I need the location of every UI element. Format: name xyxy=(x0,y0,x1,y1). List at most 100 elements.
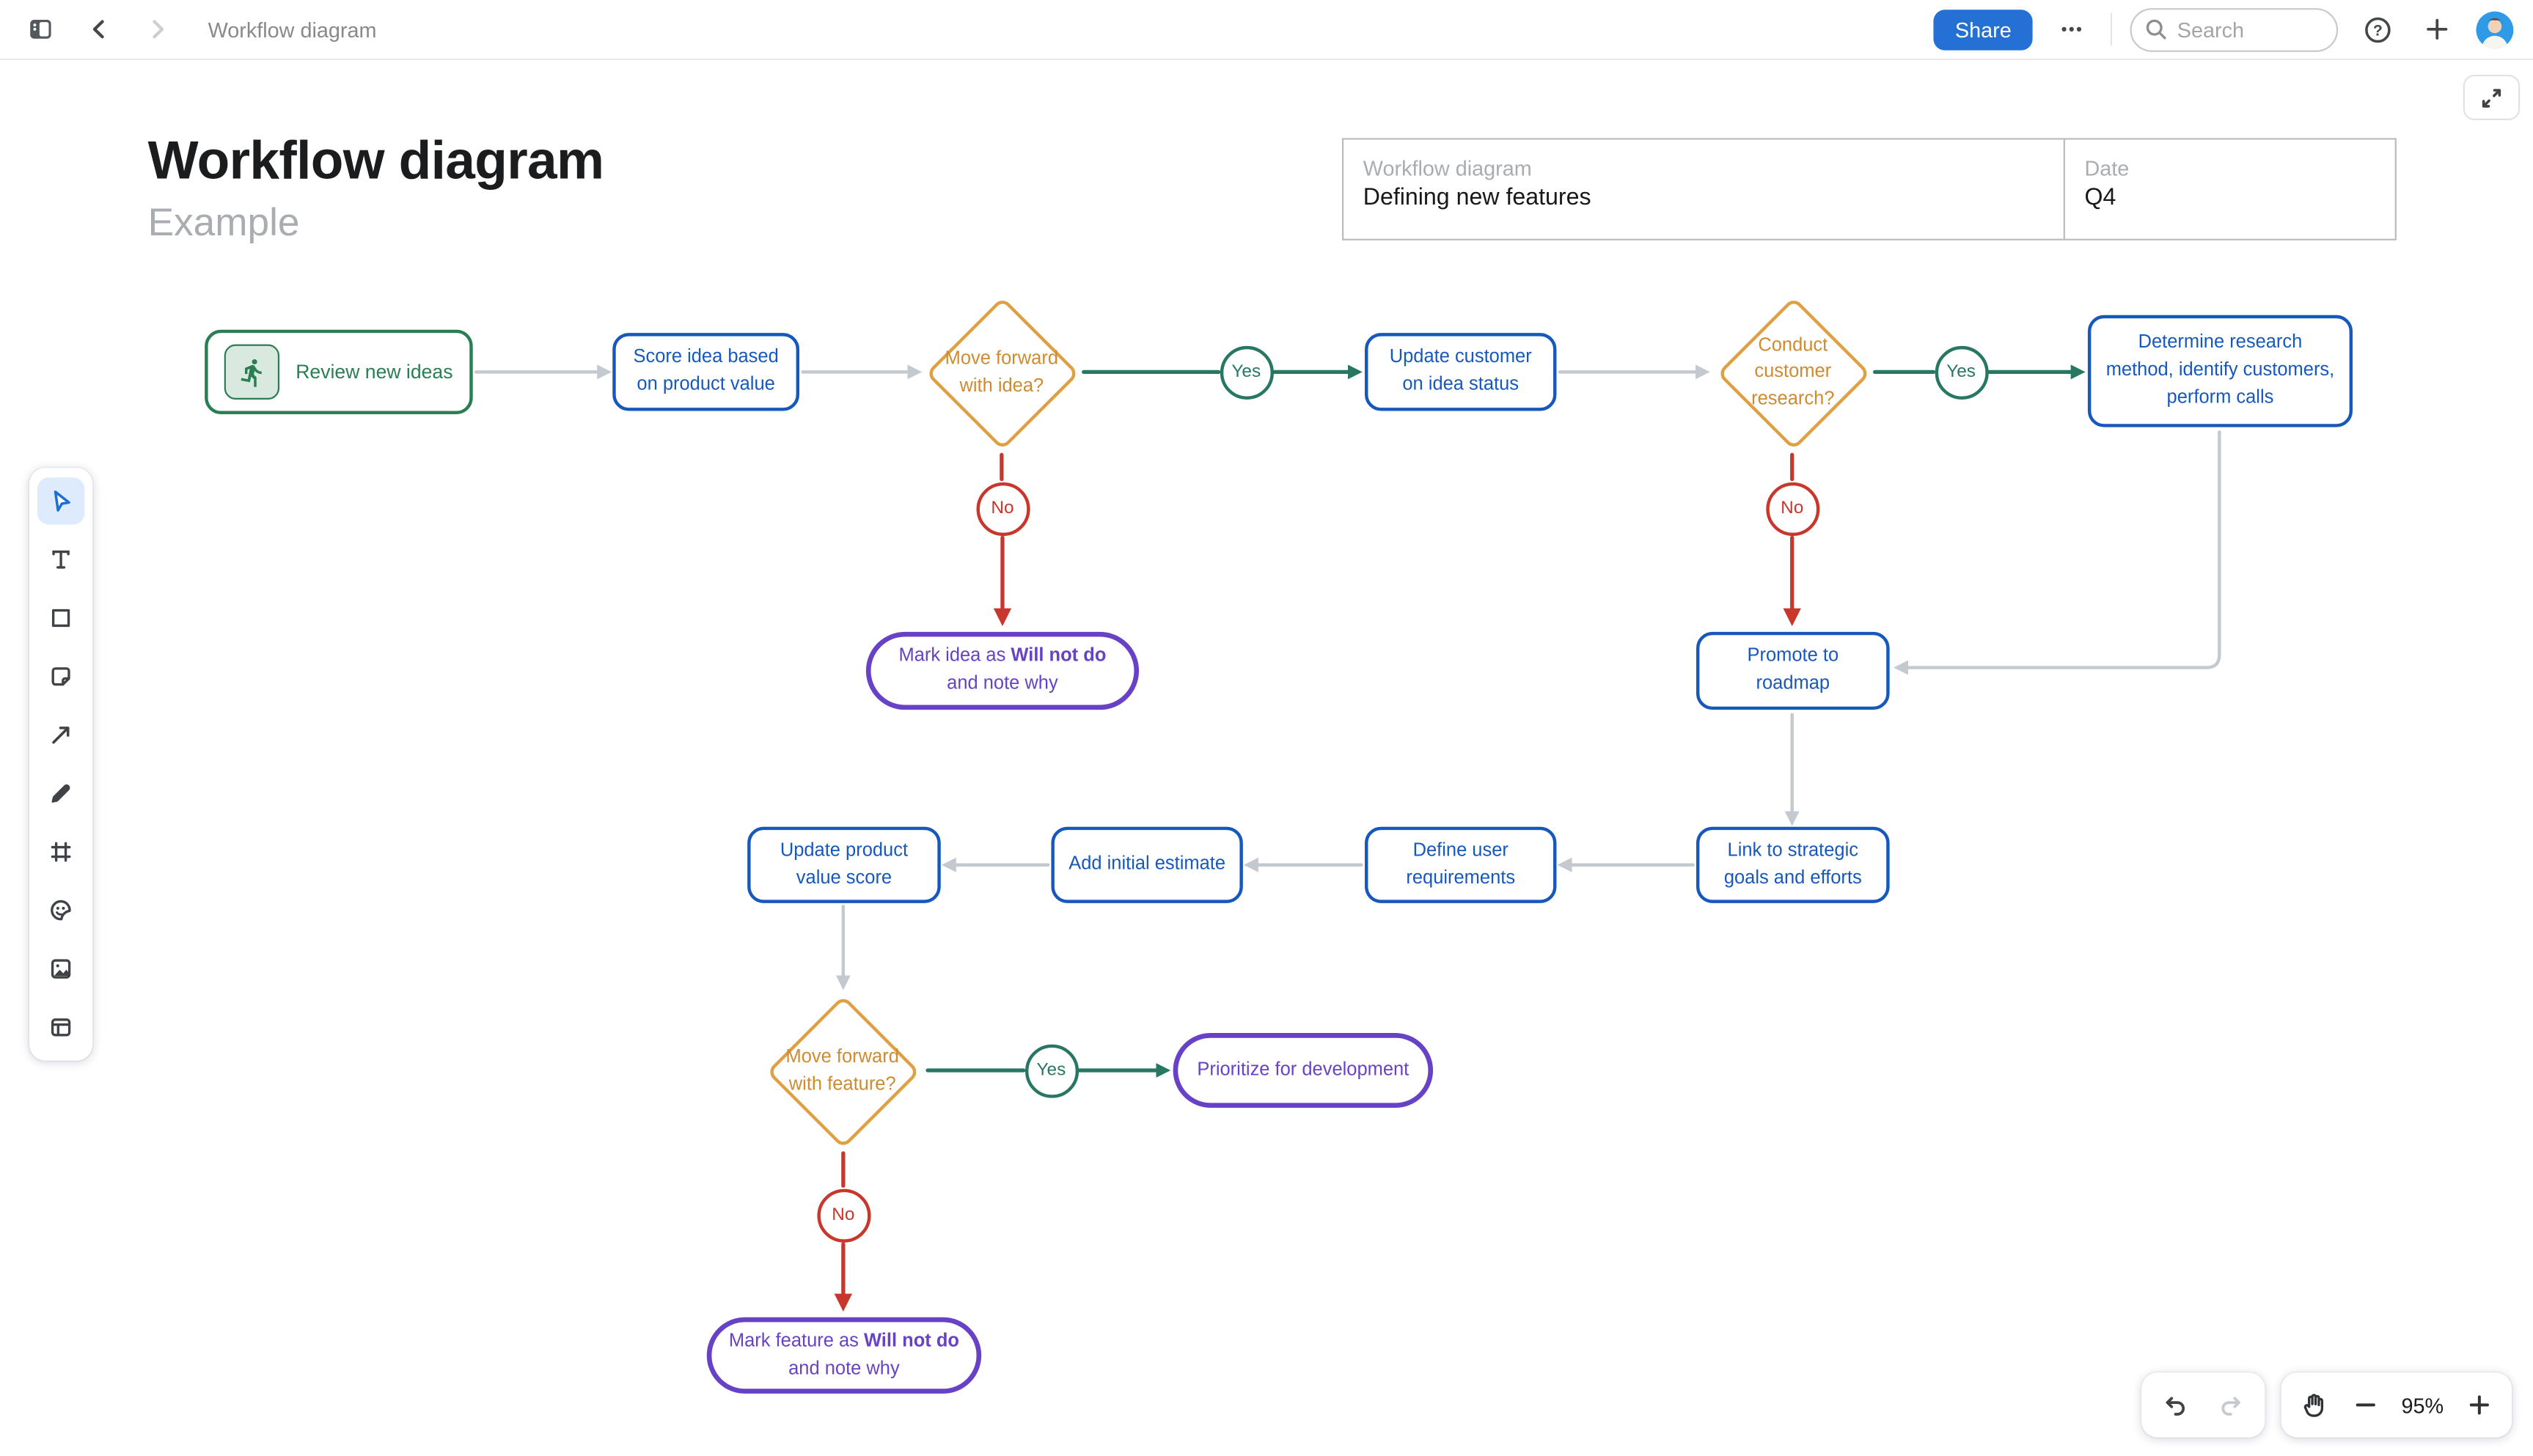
top-bar-left: Workflow diagram xyxy=(20,8,377,51)
node-determine-research[interactable]: Determine research method, identify cust… xyxy=(2087,315,2353,427)
info-table[interactable]: Workflow diagram Defining new features D… xyxy=(1342,138,2397,240)
minus-icon xyxy=(2356,1403,2375,1407)
search-box xyxy=(2130,7,2339,51)
divider xyxy=(2110,12,2113,46)
undo-icon xyxy=(2166,1397,2185,1416)
zoom-out-button[interactable] xyxy=(2346,1386,2385,1424)
info-date-label: Date xyxy=(2084,155,2130,180)
plus-icon xyxy=(2427,18,2448,40)
decision-label: Move forward with idea? xyxy=(945,350,1059,396)
zoom-controls-group: 95% xyxy=(2281,1372,2512,1438)
text-icon xyxy=(52,550,70,569)
cursor-icon xyxy=(54,490,70,512)
square-icon xyxy=(51,608,70,628)
svg-text:?: ? xyxy=(2372,22,2382,39)
node-add-initial-estimate[interactable]: Add initial estimate xyxy=(1051,826,1243,903)
node-label: Update product value score xyxy=(780,841,909,888)
tool-shape[interactable] xyxy=(37,595,84,641)
connector-research-to-promote xyxy=(1894,430,2221,675)
tool-image[interactable] xyxy=(37,945,84,992)
node-label: Update customer on idea status xyxy=(1389,348,1532,395)
page-title: Workflow diagram xyxy=(147,130,604,191)
info-date-value: Q4 xyxy=(2084,185,2116,212)
node-label: Review new ideas xyxy=(296,360,453,383)
redo-button[interactable] xyxy=(2211,1386,2250,1424)
label-yes-1[interactable]: Yes xyxy=(1219,345,1273,399)
image-icon xyxy=(51,959,71,979)
info-cell-date: Date Q4 xyxy=(2065,140,2395,239)
info-cell-name: Workflow diagram Defining new features xyxy=(1344,139,2065,239)
template-layout-icon xyxy=(51,1018,71,1037)
tool-template[interactable] xyxy=(37,1004,84,1051)
node-score-idea[interactable]: Score idea based on product value xyxy=(612,333,800,411)
sidebar-toggle-button[interactable] xyxy=(20,8,62,51)
tool-frame[interactable] xyxy=(37,828,84,875)
node-label: Add initial estimate xyxy=(1068,854,1226,875)
running-person-icon xyxy=(224,344,280,400)
node-prioritize-development[interactable]: Prioritize for development xyxy=(1173,1033,1434,1108)
sticker-smiley-icon xyxy=(51,900,71,921)
node-review-new-ideas[interactable]: Review new ideas xyxy=(205,329,473,414)
create-new-button[interactable] xyxy=(2416,8,2458,51)
decision-conduct-research[interactable]: Conduct customer research? xyxy=(1714,294,1872,452)
node-update-product-value-score[interactable]: Update product value score xyxy=(747,826,941,903)
expand-icon xyxy=(2482,88,2501,107)
hand-icon xyxy=(2303,1394,2324,1417)
label-yes-3[interactable]: Yes xyxy=(1024,1043,1078,1097)
back-button[interactable] xyxy=(78,8,120,51)
label-no-3[interactable]: No xyxy=(816,1188,870,1242)
share-button[interactable]: Share xyxy=(1934,9,2033,50)
node-label: Link to strategic goals and efforts xyxy=(1723,841,1862,888)
help-button[interactable]: ? xyxy=(2356,8,2398,51)
pencil-icon xyxy=(51,784,70,803)
forward-button[interactable] xyxy=(136,8,179,51)
node-promote-to-roadmap[interactable]: Promote to roadmap xyxy=(1696,631,1890,710)
pan-tool-button[interactable] xyxy=(2294,1386,2333,1424)
arrow-up-right-icon xyxy=(52,727,70,744)
chevron-right-icon xyxy=(153,20,164,39)
tool-pen[interactable] xyxy=(37,770,84,817)
sticky-note-icon xyxy=(51,667,70,686)
info-name-label: Workflow diagram xyxy=(1363,155,1532,180)
chevron-left-icon xyxy=(92,20,104,39)
node-label: Mark idea as Will not do and note why xyxy=(898,647,1107,694)
plus-icon xyxy=(2469,1395,2489,1415)
info-name-value: Defining new features xyxy=(1363,185,1591,212)
question-circle-icon: ? xyxy=(2364,16,2390,43)
avatar[interactable] xyxy=(2476,10,2514,48)
more-options-button[interactable] xyxy=(2050,8,2093,51)
node-label: Determine research method, identify cust… xyxy=(2105,334,2335,408)
node-label: Mark feature as Will not do and note why xyxy=(728,1331,959,1378)
decision-label: Move forward with feature? xyxy=(785,1048,899,1095)
node-mark-idea-will-not-do[interactable]: Mark idea as Will not do and note why xyxy=(865,631,1140,710)
avatar-image xyxy=(2476,10,2514,48)
tool-text[interactable] xyxy=(37,536,84,583)
node-mark-feature-will-not-do[interactable]: Mark feature as Will not do and note why xyxy=(706,1317,982,1394)
node-label: Promote to roadmap xyxy=(1747,647,1839,694)
decision-move-forward-idea[interactable]: Move forward with idea? xyxy=(923,294,1080,452)
search-input[interactable] xyxy=(2130,7,2339,51)
node-update-customer[interactable]: Update customer on idea status xyxy=(1365,333,1557,411)
zoom-level[interactable]: 95% xyxy=(2401,1392,2444,1418)
zoom-in-button[interactable] xyxy=(2460,1386,2499,1424)
node-define-user-requirements[interactable]: Define user requirements xyxy=(1365,826,1557,903)
tool-sticker[interactable] xyxy=(37,887,84,934)
label-no-1[interactable]: No xyxy=(975,481,1030,536)
frame-icon xyxy=(51,842,71,862)
breadcrumb: Workflow diagram xyxy=(208,17,377,42)
top-bar: Workflow diagram Share ? xyxy=(0,0,2533,60)
expand-button[interactable] xyxy=(2463,74,2521,120)
label-yes-2[interactable]: Yes xyxy=(1934,345,1988,399)
label-no-2[interactable]: No xyxy=(1765,481,1819,536)
sidebar-panel-icon xyxy=(30,20,51,39)
tool-sticky-note[interactable] xyxy=(37,653,84,700)
undo-button[interactable] xyxy=(2157,1386,2196,1424)
node-link-strategic-goals[interactable]: Link to strategic goals and efforts xyxy=(1696,826,1890,903)
top-bar-right: Share ? xyxy=(1934,7,2514,51)
tool-connector[interactable] xyxy=(37,711,84,758)
decision-move-forward-feature[interactable]: Move forward with feature? xyxy=(763,993,921,1150)
decision-label: Conduct customer research? xyxy=(1751,337,1835,409)
page-subtitle: Example xyxy=(147,201,300,246)
tool-select[interactable] xyxy=(37,477,85,525)
